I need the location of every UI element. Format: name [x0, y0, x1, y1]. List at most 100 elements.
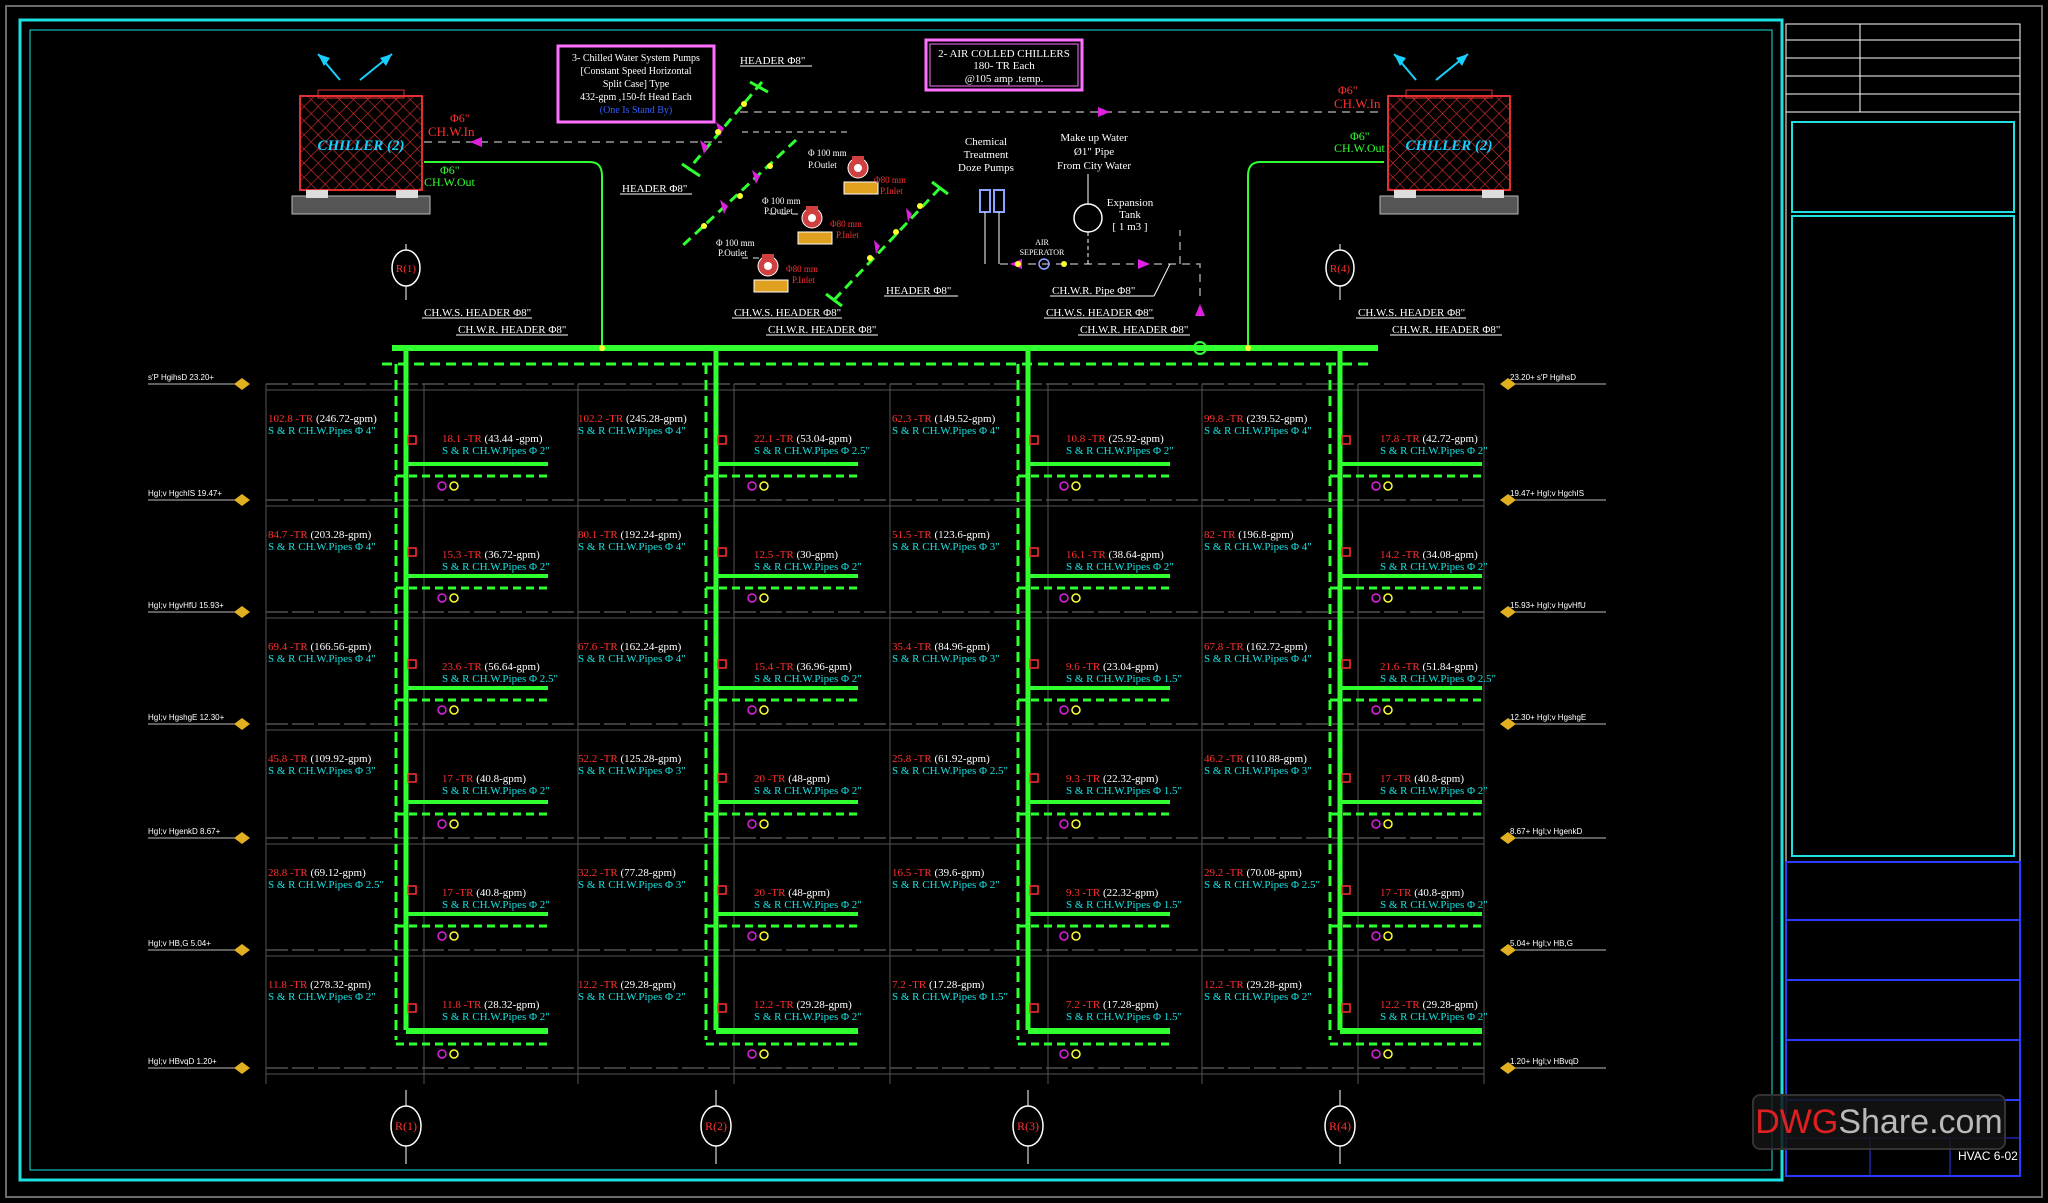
- load-gpm: (23.04-gpm): [1103, 661, 1159, 673]
- load-label: 11.8 -TR (28.32-gpm): [442, 999, 540, 1011]
- load-gpm: (43.44 -gpm): [484, 433, 542, 445]
- pump-1-inlet-label: P.Inlet: [880, 186, 903, 196]
- level-left-label-1: HgI;v HgchIS 19.47+: [148, 489, 222, 498]
- load-gpm: (123.6-gpm): [934, 529, 990, 541]
- load-label: 16.5 -TR (39.6-gpm): [892, 867, 985, 879]
- load-pipe-size: S & R CH.W.Pipes Φ 4": [578, 541, 686, 553]
- valve-icon: [1341, 435, 1351, 445]
- level-right-label-2: 15.93+ HgI;v HgvHfU: [1510, 601, 1586, 610]
- riser-return-header-label-3: CH.W.R. HEADER Φ8": [1080, 324, 1188, 336]
- level-left-icon: [234, 718, 250, 730]
- valve-icon: [717, 1003, 727, 1013]
- load-gpm: (109.92-gpm): [310, 753, 371, 765]
- valve-icon: [717, 773, 727, 783]
- valve-icon: [717, 435, 727, 445]
- load-label: 25.8 -TR (61.92-gpm): [892, 753, 990, 765]
- load-pipe-size: S & R CH.W.Pipes Φ 3": [892, 541, 1000, 553]
- riser-tag-bottom-label: R(2): [705, 1119, 727, 1133]
- load-tr: 84.7 -TR: [268, 529, 310, 541]
- pump-note-line-2: [Constant Speed Horizontal: [580, 66, 691, 77]
- load-label: 17.8 -TR (42.72-gpm): [1380, 433, 1478, 445]
- load-pipe-size: S & R CH.W.Pipes Φ 2": [1066, 561, 1174, 573]
- load-label: 28.8 -TR (69.12-gpm): [268, 867, 366, 879]
- load-pipe-size: S & R CH.W.Pipes Φ 2": [442, 561, 550, 573]
- pump-2-outlet: Φ 100 mm: [762, 196, 801, 206]
- riser-supply-header-label-4: CH.W.S. HEADER Φ8": [1358, 307, 1465, 319]
- riser-tags: R(1)R(4)R(1)R(2)R(3)R(4): [390, 244, 1356, 1164]
- load-label: 35.4 -TR (84.96-gpm): [892, 641, 990, 653]
- load-pipe-size: S & R CH.W.Pipes Φ 2": [754, 785, 862, 797]
- pump-3-outlet: Φ 100 mm: [716, 238, 755, 248]
- balance-valve-icon: [747, 1049, 757, 1059]
- floor-lines: [265, 383, 1485, 1084]
- chiller-left-in-size: Φ6": [450, 111, 470, 125]
- load-tr: 9.3 -TR: [1066, 887, 1103, 899]
- load-pipe-size: S & R CH.W.Pipes Φ 2": [442, 899, 550, 911]
- strainer-icon: [1383, 481, 1393, 491]
- load-label: 45.8 -TR (109.92-gpm): [268, 753, 372, 765]
- load-tr: 102.8 -TR: [268, 413, 316, 425]
- load-pipe-size: S & R CH.W.Pipes Φ 3": [268, 765, 376, 777]
- balance-valve-icon: [1371, 1049, 1381, 1059]
- load-pipe-size: S & R CH.W.Pipes Φ 1.5": [1066, 899, 1182, 911]
- valve-icon: [1029, 885, 1039, 895]
- strainer-icon: [449, 819, 459, 829]
- balance-valve-icon: [437, 705, 447, 715]
- expansion-line-1: Expansion: [1107, 197, 1154, 209]
- strainer-icon: [1071, 481, 1081, 491]
- riser-return-header-label-4: CH.W.R. HEADER Φ8": [1392, 324, 1500, 336]
- load-gpm: (246.72-gpm): [316, 413, 377, 425]
- load-tr: 20 -TR: [754, 773, 788, 785]
- chiller-right-in-label: CH.W.In: [1334, 96, 1381, 111]
- load-gpm: (25.92-gpm): [1108, 433, 1164, 445]
- floor-load-labels: 102.8 -TR (246.72-gpm) S & R CH.W.Pipes Φ…: [268, 413, 1496, 1023]
- inner-frame: [18, 18, 1784, 1182]
- load-tr: 17 -TR: [442, 887, 476, 899]
- load-tr: 32.2 -TR: [578, 867, 620, 879]
- load-gpm: (29.28-gpm): [620, 979, 676, 991]
- makeup-line-2: Ø1" Pipe: [1074, 146, 1114, 158]
- load-label: 20 -TR (48-gpm): [754, 887, 830, 899]
- load-label: 84.7 -TR (203.28-gpm): [268, 529, 372, 541]
- balance-valve-icon: [437, 481, 447, 491]
- pump-3-inlet-label: P.Inlet: [792, 275, 815, 285]
- balance-valve-icon: [747, 705, 757, 715]
- valve-icon: [717, 659, 727, 669]
- load-tr: 12.2 -TR: [1204, 979, 1246, 991]
- load-pipe-size: S & R CH.W.Pipes Φ 2": [1204, 991, 1312, 1003]
- strainer-icon: [759, 1049, 769, 1059]
- load-tr: 17.8 -TR: [1380, 433, 1422, 445]
- load-gpm: (30-gpm): [796, 549, 838, 561]
- chiller-note-line-1: 2- AIR COLLED CHILLERS: [938, 48, 1070, 60]
- balance-valve-icon: [437, 931, 447, 941]
- riser-tag-bottom-label: R(1): [395, 1119, 417, 1133]
- load-label: 15.3 -TR (36.72-gpm): [442, 549, 540, 561]
- level-right-label-1: 19.47+ HgI;v HgchIS: [1510, 489, 1584, 498]
- load-gpm: (192.24-gpm): [620, 529, 681, 541]
- load-gpm: (40.8-gpm): [1414, 773, 1464, 785]
- expansion-tank-label: Expansion Tank [ 1 m3 ]: [1107, 197, 1154, 233]
- strainer-icon: [449, 481, 459, 491]
- load-tr: 99.8 -TR: [1204, 413, 1246, 425]
- chiller-note-box: 2- AIR COLLED CHILLERS 180- TR Each @105…: [924, 38, 1084, 92]
- load-gpm: (42.72-gpm): [1422, 433, 1478, 445]
- load-pipe-size: S & R CH.W.Pipes Φ 2.5": [442, 673, 558, 685]
- load-pipe-size: S & R CH.W.Pipes Φ 2": [442, 445, 550, 457]
- level-left-label-6: HgI;v HBvqD 1.20+: [148, 1057, 217, 1066]
- load-label: 9.3 -TR (22.32-gpm): [1066, 887, 1159, 899]
- load-label: 15.4 -TR (36.96-gpm): [754, 661, 852, 673]
- load-pipe-size: S & R CH.W.Pipes Φ 2": [1066, 445, 1174, 457]
- riser-tag-top-4: [1325, 249, 1355, 287]
- load-pipe-size: S & R CH.W.Pipes Φ 2": [442, 1011, 550, 1023]
- balance-valve-icon: [1059, 1049, 1069, 1059]
- riser-supply-header-label-3: CH.W.S. HEADER Φ8": [1046, 307, 1153, 319]
- pump-connectors: [701, 101, 923, 261]
- load-label: 32.2 -TR (77.28-gpm): [578, 867, 676, 879]
- load-label: 46.2 -TR (110.88-gpm): [1204, 753, 1307, 765]
- header-left-label: HEADER Φ8": [622, 183, 687, 195]
- load-pipe-size: S & R CH.W.Pipes Φ 2.5": [892, 765, 1008, 777]
- valve-icon: [1341, 773, 1351, 783]
- load-gpm: (162.72-gpm): [1246, 641, 1307, 653]
- strainer-icon: [759, 705, 769, 715]
- load-tr: 80.1 -TR: [578, 529, 620, 541]
